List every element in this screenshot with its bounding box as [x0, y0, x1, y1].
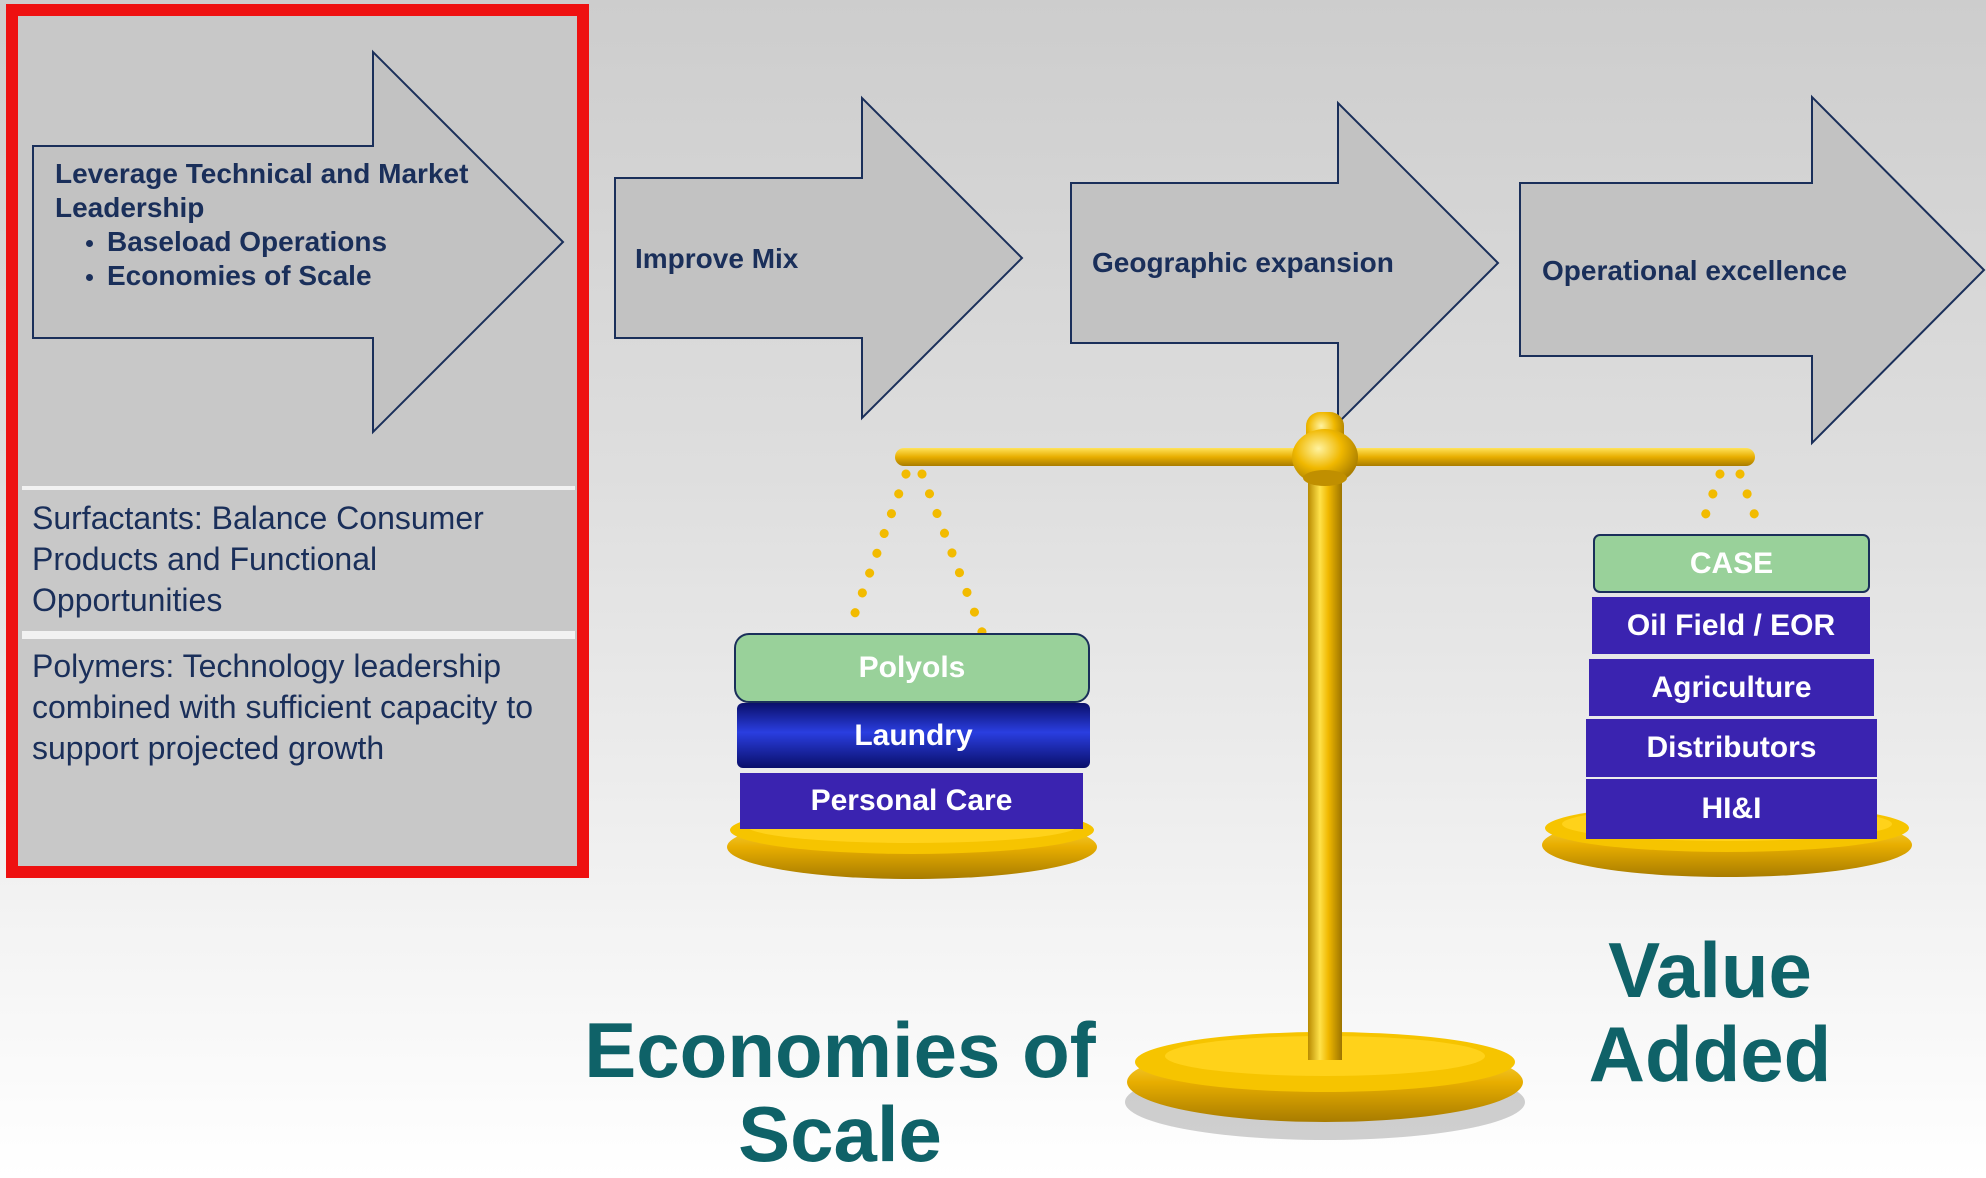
arrow-leverage-bullets: Baseload Operations Economies of Scale [55, 225, 485, 293]
arrow-geographic-expansion [1070, 100, 1500, 426]
label-personal-care: Personal Care [810, 784, 1013, 817]
red-highlight-border [6, 4, 589, 878]
block-case [1593, 534, 1870, 593]
label-case: CASE [1689, 546, 1774, 580]
arrow-operational-excellence [1519, 94, 1986, 446]
arrow-leverage [32, 49, 565, 435]
scale-base [1125, 1032, 1525, 1140]
label-hii: HI&I [1701, 792, 1762, 825]
arrow-improve-mix [614, 95, 1024, 421]
block-oil-field [1592, 597, 1870, 654]
scale-pillar [1308, 450, 1342, 1060]
block-distributors [1586, 719, 1877, 777]
block-agriculture [1589, 659, 1874, 716]
label-agriculture: Agriculture [1651, 670, 1812, 704]
arrow-improve-mix-label: Improve Mix [635, 243, 799, 274]
block-polyols [734, 633, 1090, 703]
block-personal-care [740, 773, 1083, 829]
panel-divider-middle [22, 631, 575, 639]
label-distributors: Distributors [1646, 731, 1817, 764]
arrow-leverage-title: Leverage Technical and Market Leadership [55, 158, 469, 224]
left-chain [843, 469, 987, 637]
label-polyols: Polyols [858, 651, 966, 684]
label-value-added: Value Added [1588, 926, 1832, 1099]
surfactants-text: Surfactants: Balance Consumer Products a… [32, 500, 484, 618]
arrow-operational-excellence-label: Operational excellence [1542, 255, 1848, 286]
bullet-economies-of-scale: Economies of Scale [107, 259, 485, 293]
label-laundry: Laundry [854, 718, 973, 752]
block-hii [1586, 779, 1877, 839]
arrow-geographic-expansion-label: Geographic expansion [1092, 247, 1394, 278]
bullet-baseload-operations: Baseload Operations [107, 225, 485, 259]
label-economies-of-scale: Economies of Scale [584, 1006, 1096, 1178]
scale-pivot-knob [1292, 412, 1358, 486]
polymers-text: Polymers: Technology leadership combined… [32, 648, 533, 766]
block-laundry [737, 703, 1090, 768]
panel-divider-top [22, 486, 575, 490]
label-oil-field: Oil Field / EOR [1626, 608, 1836, 642]
arrow-leverage-text: Leverage Technical and Market Leadership… [55, 157, 485, 294]
right-chain [1695, 469, 1765, 535]
